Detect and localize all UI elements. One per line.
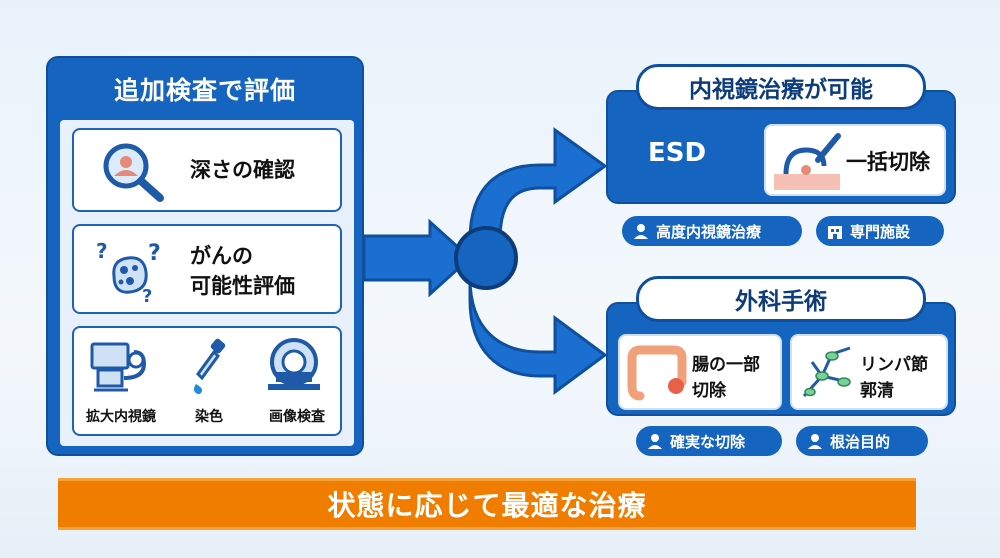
lymph-node-card: リンパ節 郭清 bbox=[790, 334, 948, 410]
lymph-node-line2: 郭清 bbox=[860, 381, 894, 401]
hospital-icon bbox=[826, 222, 844, 240]
dropper-icon bbox=[194, 338, 226, 395]
main-arrow bbox=[362, 218, 473, 298]
evaluation-panel: 追加検査で評価 深さの確認 ? ? ? がんの 可能性評価 bbox=[46, 56, 364, 456]
depth-card: 深さの確認 bbox=[72, 128, 342, 212]
depth-label: 深さの確認 bbox=[190, 158, 295, 182]
tool-label-imaging: 画像検査 bbox=[269, 409, 325, 425]
evaluation-title: 追加検査で評価 bbox=[113, 76, 296, 105]
svg-text:?: ? bbox=[96, 239, 108, 263]
tag-advanced-endoscopy: 高度内視鏡治療 bbox=[622, 216, 802, 246]
endoscopic-title: 内視鏡治療が可能 bbox=[636, 64, 926, 110]
cancer-label-line2: 可能性評価 bbox=[190, 274, 295, 298]
esd-label: ESD bbox=[648, 138, 707, 168]
svg-text:?: ? bbox=[148, 241, 161, 266]
intestine-icon bbox=[627, 345, 687, 401]
en-bloc-card: 一括切除 bbox=[764, 124, 946, 196]
summary-banner: 状態に応じて最適な治療 bbox=[58, 478, 916, 530]
tools-card: 拡大内視鏡 染色 画像検査 bbox=[72, 326, 342, 436]
bowel-resection-line2: 切除 bbox=[692, 381, 726, 401]
tag-advanced-endoscopy-label: 高度内視鏡治療 bbox=[656, 222, 762, 241]
endoscope-icon bbox=[90, 342, 147, 392]
tag-specialized-facility-label: 専門施設 bbox=[850, 222, 911, 241]
tag-specialized-facility: 専門施設 bbox=[816, 216, 944, 246]
tool-label-stain: 染色 bbox=[195, 409, 223, 425]
tag-curative-intent-label: 根治目的 bbox=[830, 432, 891, 451]
lower-branch-arrow bbox=[468, 277, 608, 395]
en-bloc-label: 一括切除 bbox=[846, 150, 930, 174]
tool-label-endoscope: 拡大内視鏡 bbox=[86, 409, 156, 425]
evaluation-list: 深さの確認 ? ? ? がんの 可能性評価 bbox=[60, 120, 354, 446]
cancer-card: ? ? ? がんの 可能性評価 bbox=[72, 224, 342, 314]
mri-scanner-icon bbox=[268, 338, 320, 390]
bowel-resection-line1: 腸の一部 bbox=[692, 355, 760, 375]
cell-question-icon: ? ? ? bbox=[96, 239, 161, 306]
cancer-label-line1: がんの bbox=[190, 244, 253, 268]
bowel-resection-card: 腸の一部 切除 bbox=[618, 334, 782, 410]
doctor-icon bbox=[646, 432, 664, 450]
lymph-node-line1: リンパ節 bbox=[860, 355, 928, 375]
esd-procedure-icon bbox=[774, 133, 841, 190]
doctor-icon bbox=[806, 432, 824, 450]
tag-definite-resection-label: 確実な切除 bbox=[670, 432, 746, 451]
tag-definite-resection: 確実な切除 bbox=[636, 426, 782, 456]
svg-text:?: ? bbox=[142, 286, 152, 306]
surgery-title: 外科手術 bbox=[636, 276, 926, 322]
lymph-node-icon bbox=[802, 346, 851, 398]
magnifier-icon bbox=[103, 143, 164, 202]
hub-circle bbox=[454, 226, 518, 290]
tag-curative-intent: 根治目的 bbox=[796, 426, 928, 456]
doctor-icon bbox=[632, 222, 650, 240]
upper-branch-arrow bbox=[468, 127, 608, 242]
